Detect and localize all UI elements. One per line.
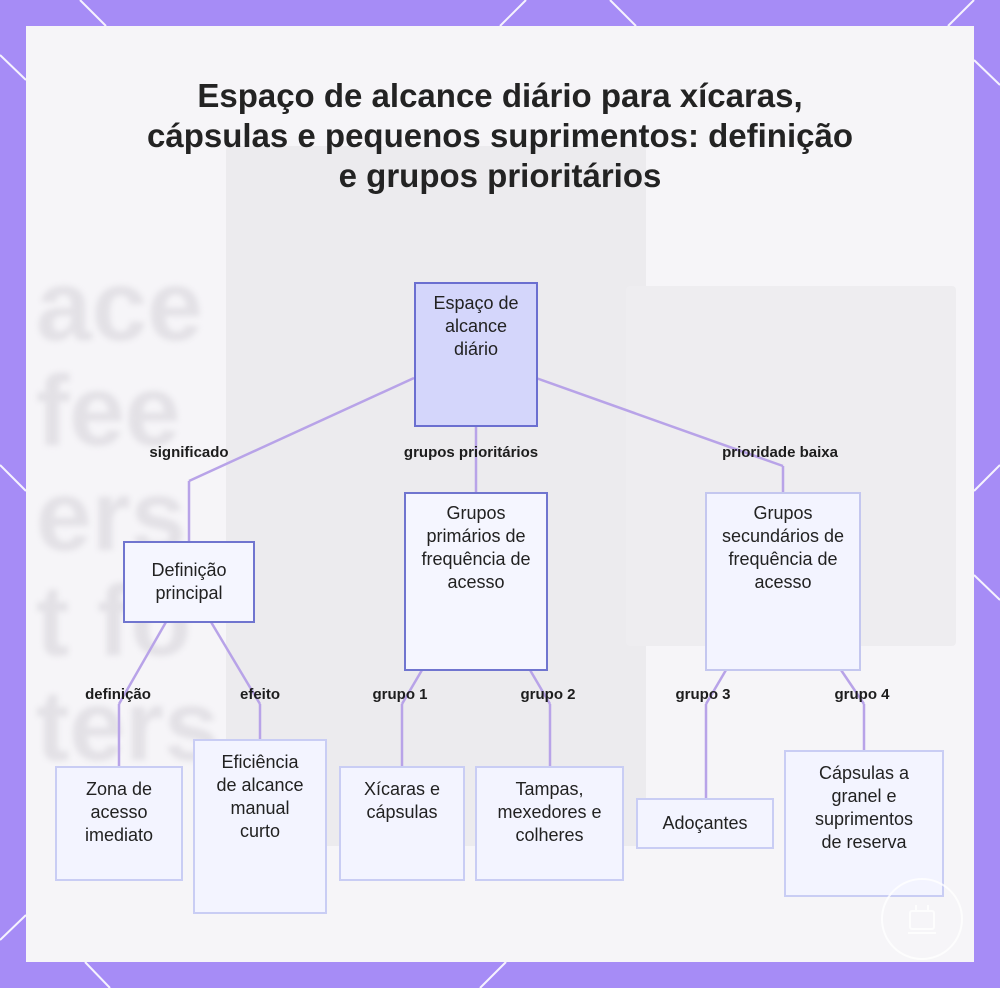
node-reach-efficiency-label: Eficiência de alcance manual curto bbox=[216, 752, 304, 841]
node-cups-capsules: Xícaras e cápsulas bbox=[339, 766, 465, 881]
edge-label-group4: grupo 4 bbox=[834, 686, 890, 703]
node-main-definition: Definição principal bbox=[123, 541, 255, 623]
edge-definition-zone bbox=[117, 621, 168, 705]
logo-badge-icon bbox=[881, 878, 963, 960]
node-bulk-capsules: Cápsulas a granel e suprimentos de reser… bbox=[784, 750, 944, 897]
node-cups-capsules-label: Xícaras e cápsulas bbox=[363, 779, 441, 822]
node-primary-groups: Grupos primários de frequência de acesso bbox=[404, 492, 548, 671]
node-lids-stirrers: Tampas, mexedores e colheres bbox=[475, 766, 624, 881]
node-reach-efficiency: Eficiência de alcance manual curto bbox=[193, 739, 327, 914]
edge-label-low-priority: prioridade baixa bbox=[722, 444, 838, 461]
node-root: Espaço de alcance diário bbox=[414, 282, 538, 427]
edge-label-group1: grupo 1 bbox=[372, 686, 428, 703]
node-lids-stirrers-label: Tampas, mexedores e colheres bbox=[497, 779, 602, 845]
edge-root-definition bbox=[188, 376, 415, 483]
edge-label-meaning: significado bbox=[149, 444, 229, 461]
edge-label-group3: grupo 3 bbox=[675, 686, 731, 703]
node-secondary-groups-label: Grupos secundários de frequência de aces… bbox=[721, 503, 845, 592]
edge-root-secondary bbox=[535, 376, 784, 468]
node-secondary-groups: Grupos secundários de frequência de aces… bbox=[705, 492, 861, 671]
edge-primary-cups bbox=[400, 669, 424, 705]
edge-label-definition: definição bbox=[85, 686, 151, 703]
edge-label-group2: grupo 2 bbox=[520, 686, 576, 703]
node-sweeteners-label: Adoçantes bbox=[662, 813, 748, 833]
background-text: ters bbox=[36, 670, 220, 782]
edge-primary-lids bbox=[528, 669, 552, 705]
node-main-definition-label: Definição principal bbox=[151, 560, 227, 603]
diagram-panel: ace fee ers t fo ters Espaço de alcance … bbox=[26, 26, 974, 962]
background-text: fee bbox=[36, 355, 181, 467]
node-root-label: Espaço de alcance diário bbox=[433, 293, 519, 359]
diagram-connectors bbox=[117, 376, 866, 799]
background-text: ace bbox=[36, 250, 203, 362]
diagram-title: Espaço de alcance diário para xícaras, c… bbox=[146, 77, 853, 194]
edge-label-effect: efeito bbox=[239, 686, 281, 703]
node-bulk-capsules-label: Cápsulas a granel e suprimentos de reser… bbox=[814, 763, 914, 852]
edge-secondary-sweeteners bbox=[704, 669, 728, 705]
edge-secondary-bulk bbox=[839, 669, 866, 705]
edge-definition-efficiency bbox=[209, 621, 262, 705]
node-immediate-zone: Zona de acesso imediato bbox=[55, 766, 183, 881]
node-sweeteners: Adoçantes bbox=[636, 798, 774, 849]
edge-label-priority-groups: grupos prioritários bbox=[403, 444, 539, 461]
node-immediate-zone-label: Zona de acesso imediato bbox=[84, 779, 154, 845]
node-primary-groups-label: Grupos primários de frequência de acesso bbox=[421, 503, 531, 592]
